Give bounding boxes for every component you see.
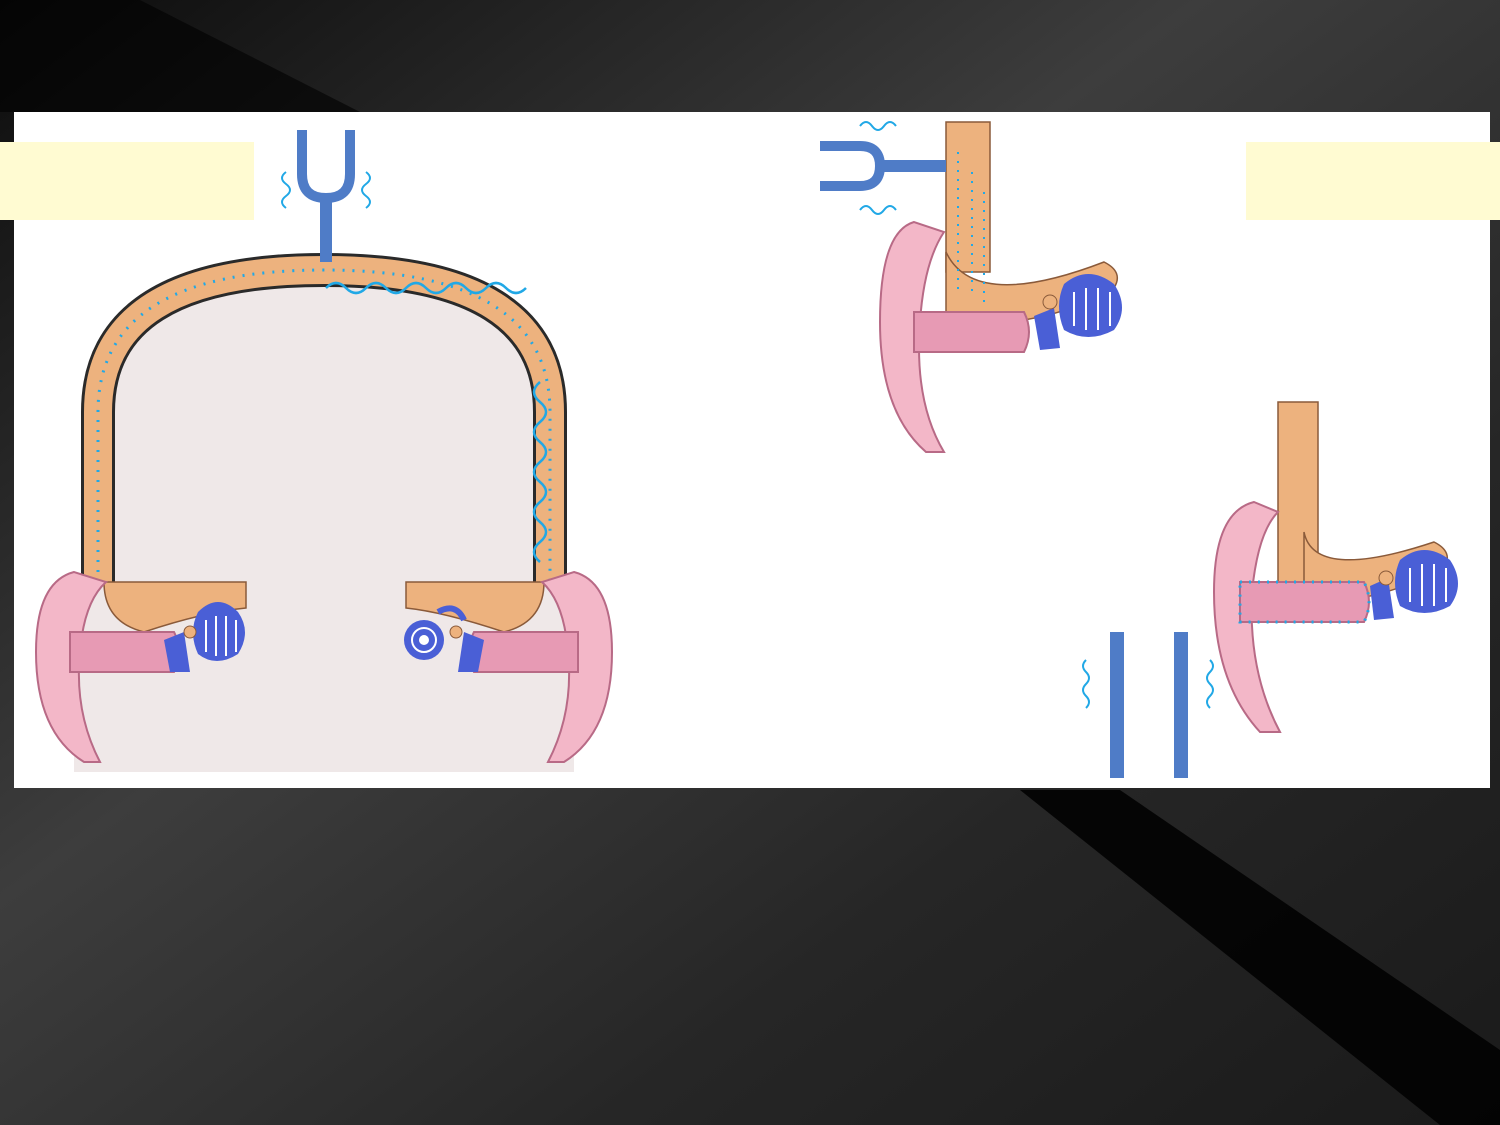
air-conduction-ear [1212, 401, 1458, 733]
air-tuning-fork [1082, 632, 1214, 778]
figure-panel [14, 112, 1490, 788]
right-external-ear [458, 570, 614, 763]
mastoid-tuning-fork [820, 121, 946, 215]
bone-conduction-ear [878, 121, 1122, 453]
left-cochlea [183, 602, 245, 661]
left-external-ear [34, 570, 190, 763]
vertex-tuning-fork [281, 130, 371, 262]
ear-conduction-illustration [34, 121, 1458, 778]
label-box-right [1246, 142, 1500, 220]
right-cochlea [404, 605, 467, 660]
head-cross-section [74, 252, 574, 772]
label-box-left [0, 142, 254, 220]
